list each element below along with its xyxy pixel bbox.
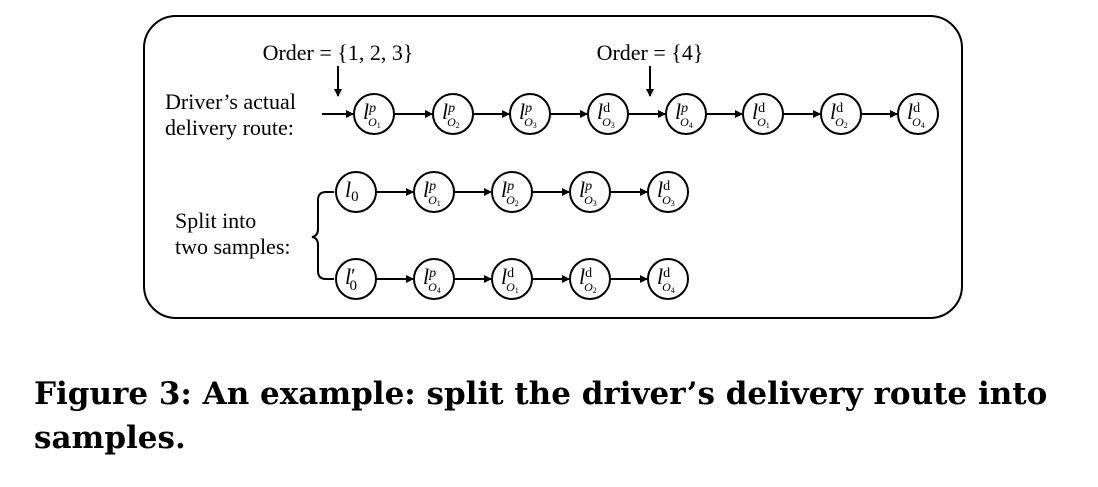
order-annotation: Order = {4} bbox=[597, 40, 704, 65]
actual-route-label-line1: Driver’s actual bbox=[165, 89, 296, 114]
split-bracket bbox=[311, 191, 334, 280]
order-annotation: Order = {1, 2, 3} bbox=[263, 40, 414, 65]
route-node: l′0 bbox=[335, 258, 377, 300]
node-circle bbox=[897, 93, 939, 135]
node-circle bbox=[647, 258, 689, 300]
split-label-line2: two samples: bbox=[175, 234, 291, 259]
node-label: l0 bbox=[345, 177, 359, 205]
node-circle bbox=[647, 171, 689, 213]
route-split-diagram: Driver’s actual delivery route: Split in… bbox=[143, 15, 963, 319]
actual-route-label-line2: delivery route: bbox=[165, 115, 294, 140]
split-label-line1: Split into bbox=[175, 208, 256, 233]
figure-caption: Figure 3: An example: split the driver’s… bbox=[34, 376, 1048, 456]
diagram-frame bbox=[143, 15, 963, 319]
node-label: l′0 bbox=[345, 264, 357, 294]
route-node: l0 bbox=[335, 171, 377, 213]
